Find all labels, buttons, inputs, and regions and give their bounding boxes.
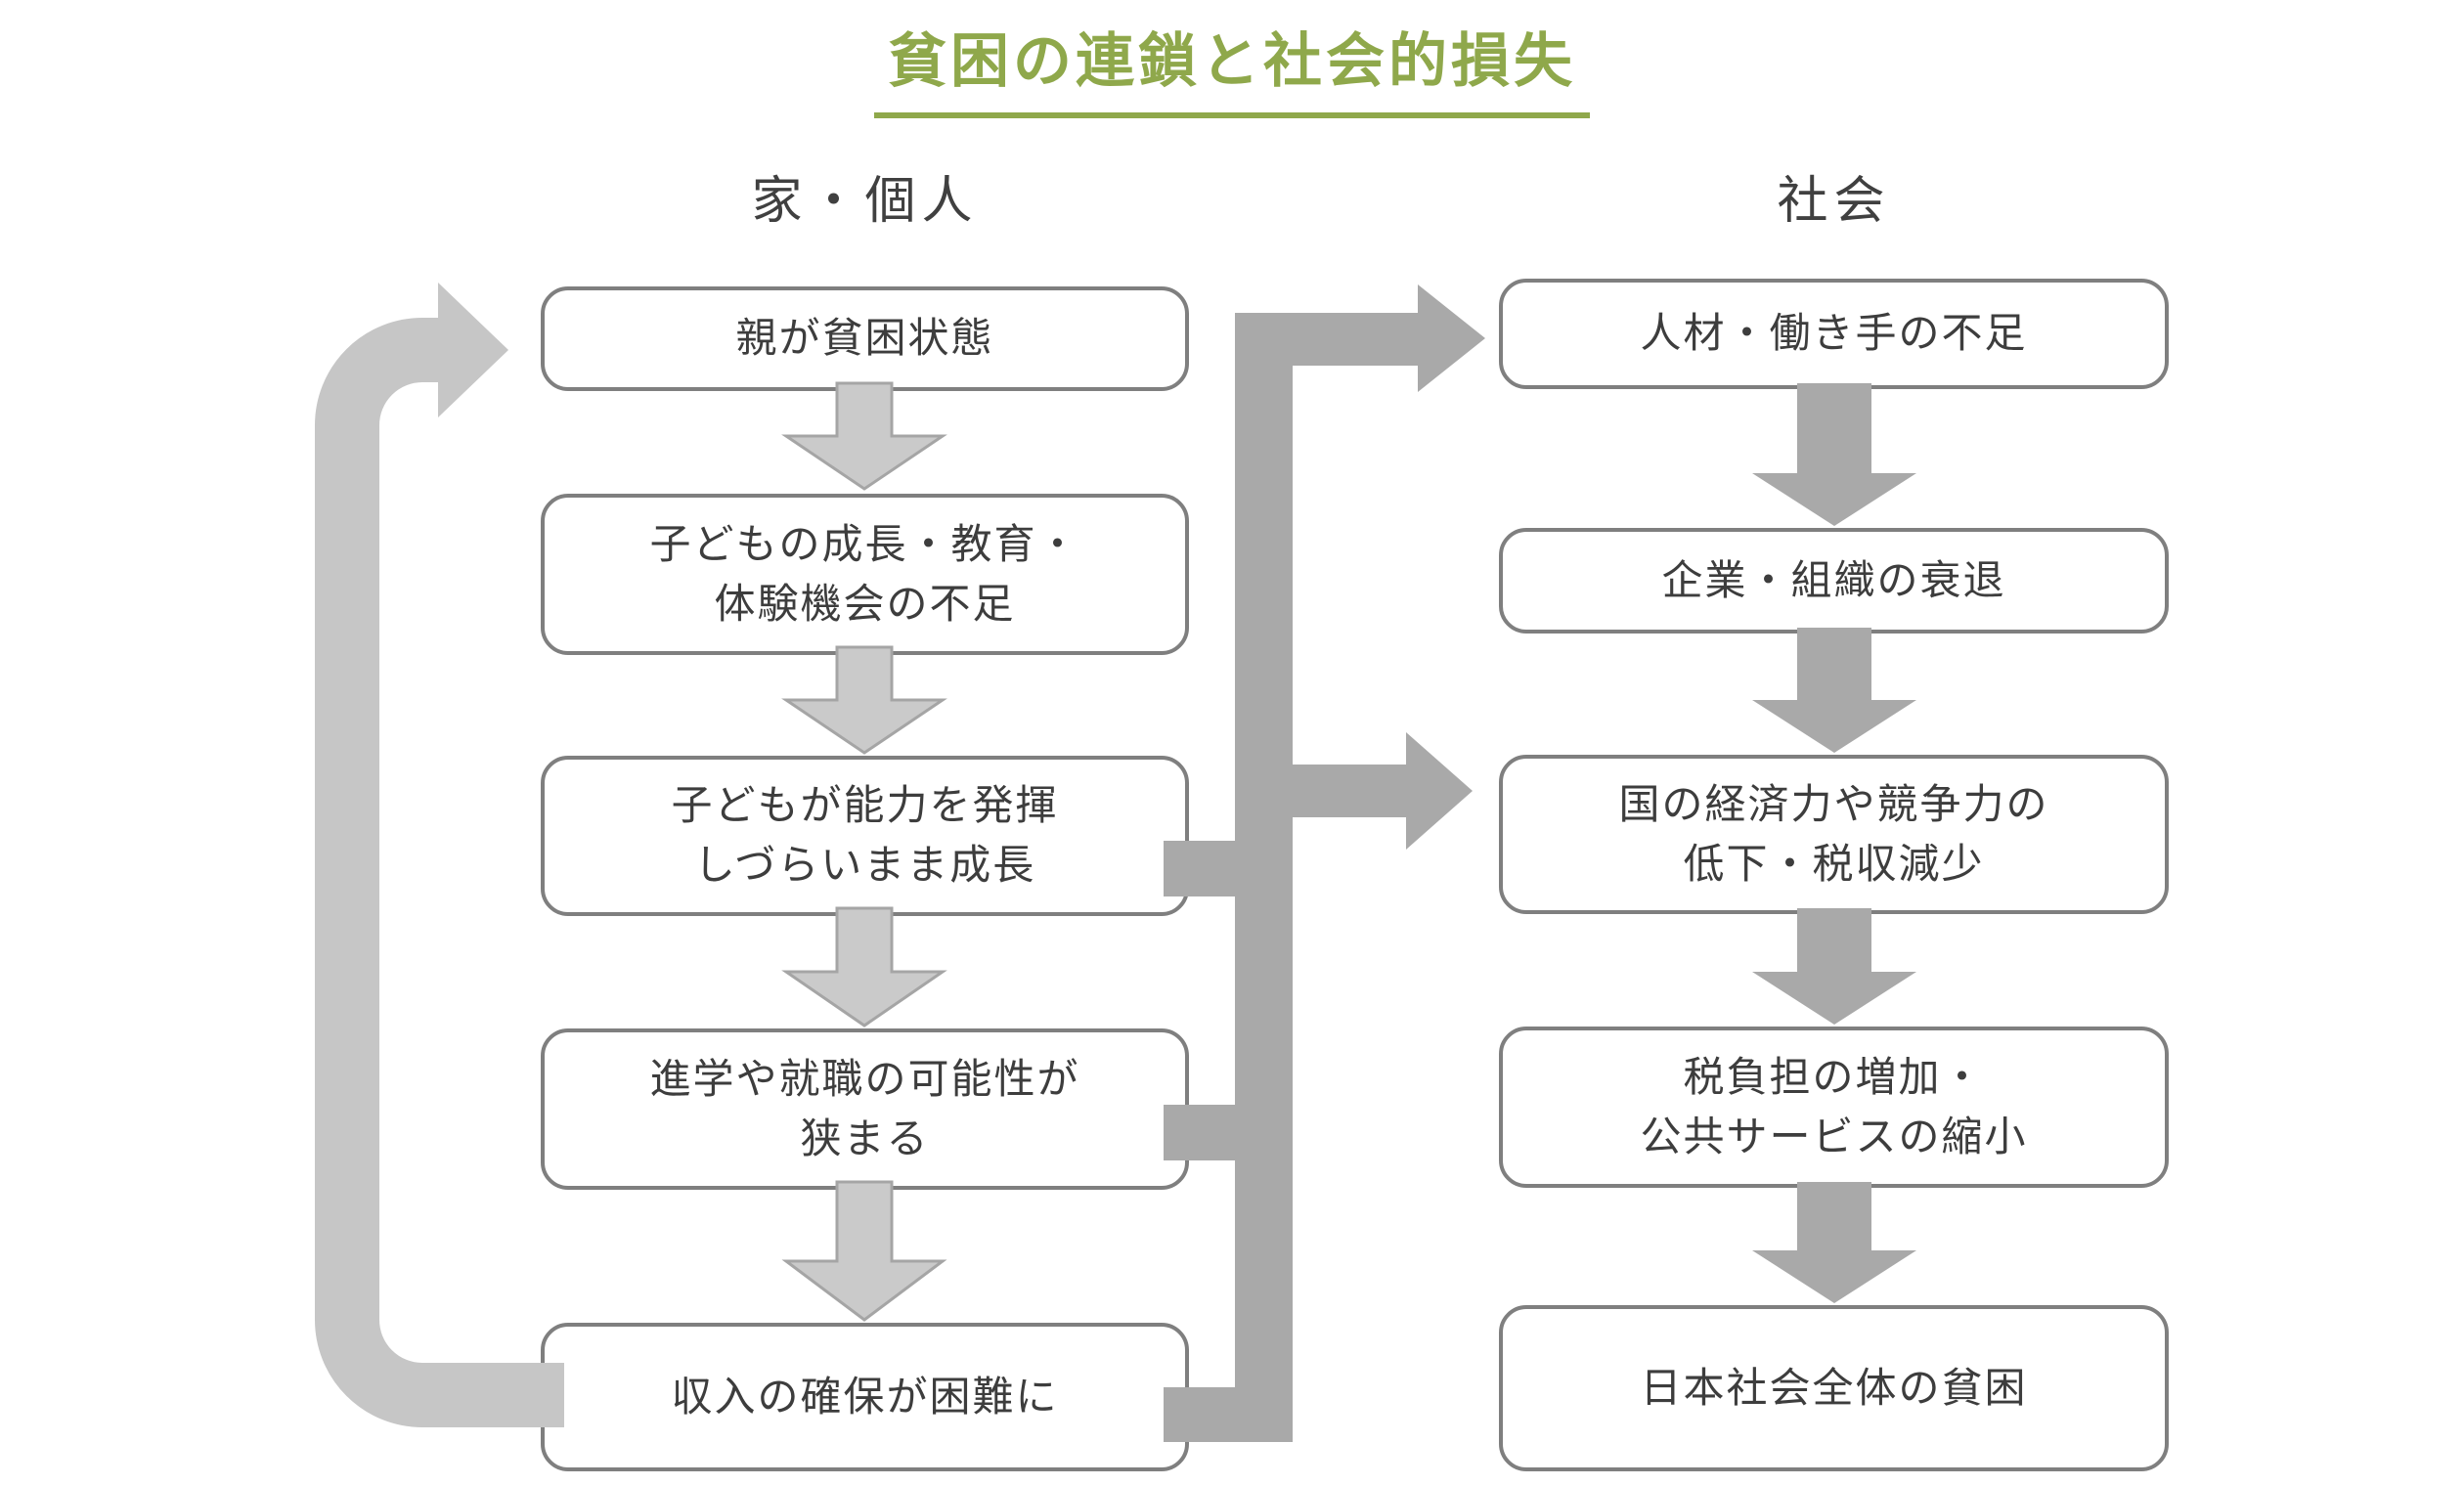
down-arrow-right-2 [1752,628,1916,753]
down-arrow-right-3 [1752,908,1916,1025]
box-income-security-difficult: 収入の確保が困難に [541,1323,1189,1471]
page-title-wrap: 貧困の連鎖と社会的損失 [0,14,2464,118]
box-japan-society-poverty: 日本社会全体の貧困 [1499,1305,2169,1471]
box-labor-shortage: 人材・働き手の不足 [1499,279,2169,389]
box-children-cannot-demonstrate-ability: 子どもが能力を発揮 しづらいまま成長 [541,756,1189,916]
column-header-individual: 家・個人 [751,172,979,230]
down-arrow-left-3 [781,906,947,1027]
down-arrow-right-4 [1752,1182,1916,1303]
loop-back-arrow [315,283,564,1427]
loop-back-arrowhead-icon [438,283,508,417]
down-arrow-right-1 [1752,383,1916,526]
box-corporate-decline: 企業・組織の衰退 [1499,528,2169,634]
cross-arrow-middle [1293,732,1473,850]
cross-arrow-top [1235,284,1485,392]
box-narrowed-education-employment: 進学や就職の可能性が 狭まる [541,1028,1189,1190]
down-arrow-left-1 [781,381,947,491]
box-lack-growth-education-experience: 子どもの成長・教育・ 体験機会の不足 [541,494,1189,655]
box-economic-decline-tax-decrease: 国の経済力や競争力の 低下・税収減少 [1499,755,2169,914]
column-header-society: 社会 [1777,172,1891,230]
down-arrow-left-4 [781,1180,947,1322]
cross-arrow-middle-head-icon [1406,732,1473,850]
box-tax-burden-public-service-cuts: 税負担の増加・ 公共サービスの縮小 [1499,1027,2169,1188]
cross-arrow-top-head-icon [1418,284,1485,392]
down-arrow-left-2 [781,645,947,755]
box-parents-poverty: 親が貧困状態 [541,286,1189,391]
page-title: 貧困の連鎖と社会的損失 [874,14,1590,118]
